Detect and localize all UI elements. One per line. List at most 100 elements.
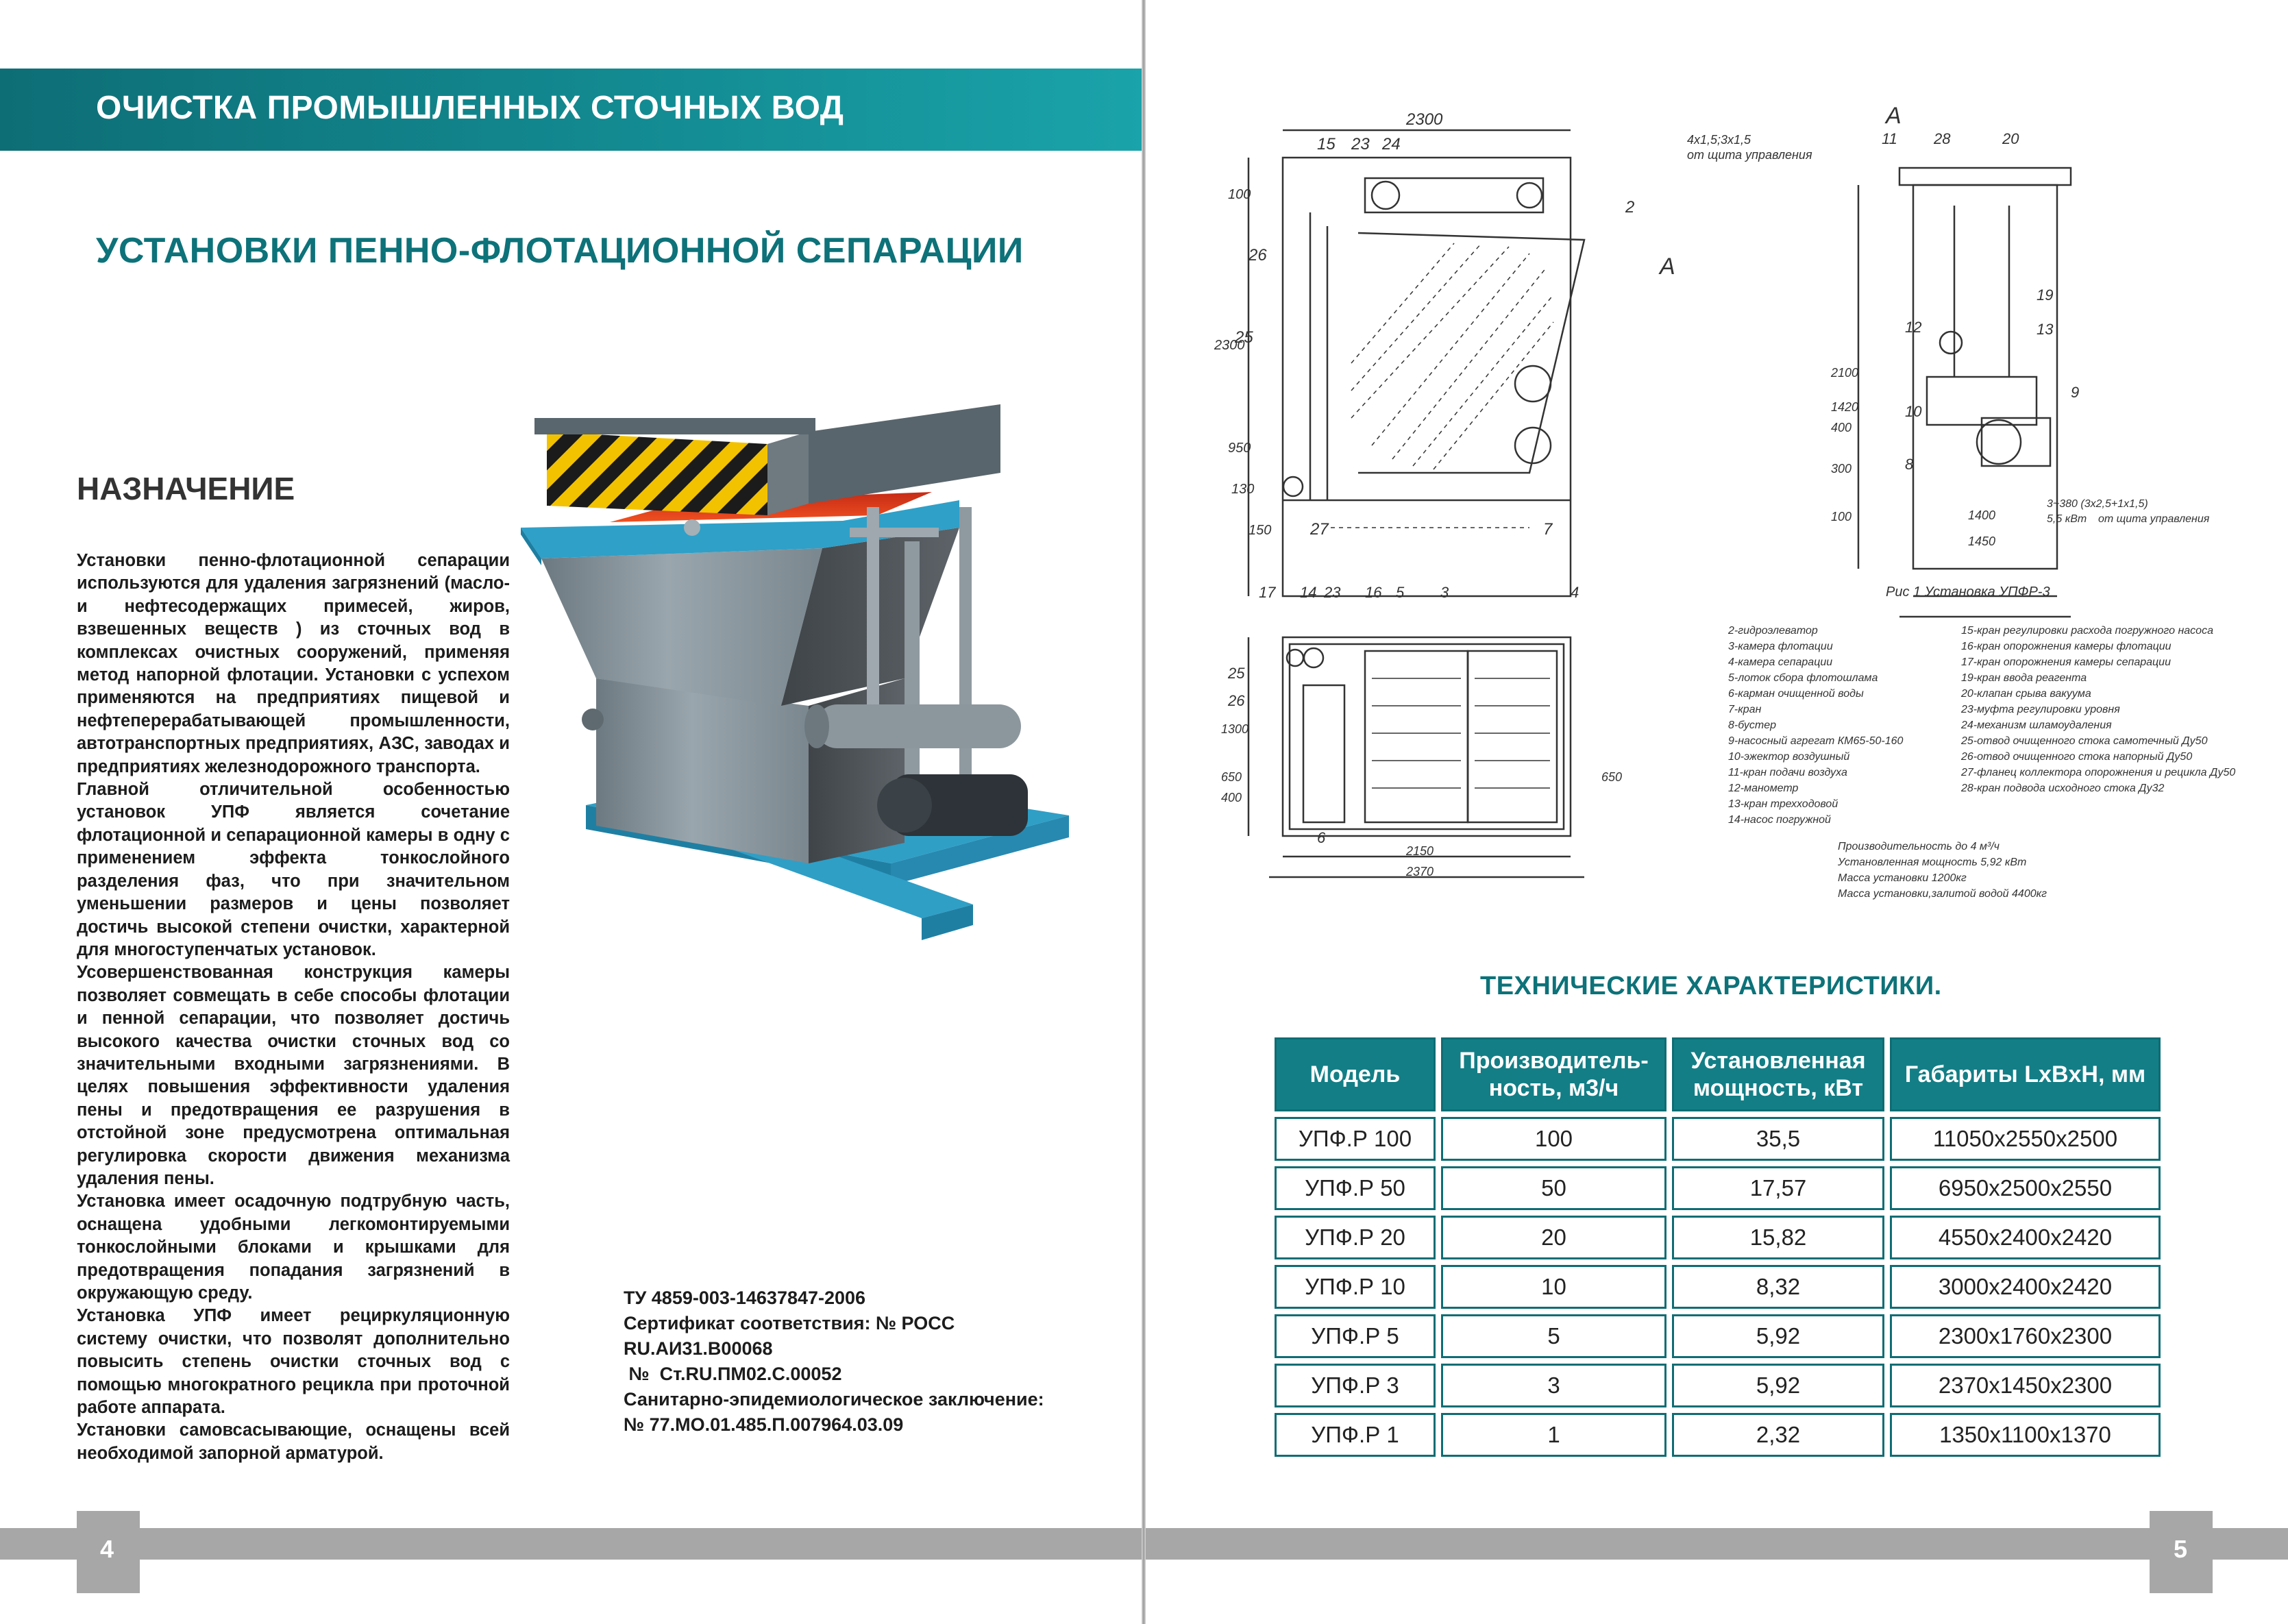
paragraph: Установки самовсасывающие, оснащены всей… [77, 1420, 510, 1463]
dim-label: от щита управления [1687, 148, 1812, 162]
purpose-heading: НАЗНАЧЕНИЕ [77, 471, 295, 506]
cert-line: № 77.МО.01.485.П.007964.03.09 [624, 1414, 904, 1435]
dim-label: 2300 [1405, 110, 1443, 129]
table-cell: 17,57 [1672, 1166, 1884, 1210]
legend-item: 8-бустер [1728, 719, 1776, 731]
table-cell: УПФ.Р 1 [1275, 1413, 1436, 1457]
legend-item: 13-кран трехходовой [1728, 798, 1838, 810]
legend-item: 5-лоток сбора флотошлама [1728, 672, 1878, 684]
dim-label: 300 [1831, 462, 1852, 476]
product-photo [521, 404, 1069, 940]
legend-item: 19-кран ввода реагента [1961, 672, 2087, 684]
paragraph: Установка УПФ имеет рециркуляционную сис… [77, 1306, 510, 1418]
table-cell: 4550х2400х2420 [1890, 1216, 2161, 1259]
drawing-caption: Рис 1 Установка УПФР-3 [1886, 585, 2050, 600]
dim-label: от щита управления [2098, 513, 2210, 525]
legend-item: 15-кран регулировки расхода погружного н… [1961, 625, 2213, 637]
header-title: ОЧИСТКА ПРОМЫШЛЕННЫХ СТОЧНЫХ ВОД [96, 90, 844, 126]
dim-label: 3~380 (3х2,5+1х1,5) [2047, 498, 2148, 510]
table-cell: 3 [1441, 1364, 1666, 1407]
section-mark: А [1884, 103, 1902, 129]
table-row: УПФ.Р 20 20 15,82 4550х2400х2420 [1275, 1216, 2161, 1259]
callout-label: 26 [1227, 692, 1245, 709]
page-number: 4 [100, 1535, 114, 1563]
legend-item: 25-отвод очищенного стока самотечный Ду5… [1960, 735, 2208, 747]
callout-label: 23 [1323, 584, 1341, 601]
column-header: Установленная мощность, кВт [1672, 1037, 1884, 1111]
callout-label: 7 [1543, 520, 1553, 539]
callout-label: 5 [1396, 584, 1405, 601]
callout-label: 9 [2071, 384, 2079, 401]
certification-block: ТУ 4859-003-14637847-2006 Сертификат соо… [624, 1285, 1117, 1438]
callout-label: 4 [1571, 584, 1579, 601]
legend-item: 17-кран опорожнения камеры сепарации [1961, 656, 2171, 668]
paragraph: Установки пенно-флотационной сепарации и… [77, 551, 510, 776]
callout-label: 3 [1440, 584, 1449, 601]
callout-label: 25 [1227, 665, 1245, 682]
table-row: УПФ.Р 50 50 17,57 6950х2500х2550 [1275, 1166, 2161, 1210]
page-number: 5 [2174, 1535, 2188, 1563]
dim-label: 2150 [1405, 844, 1434, 858]
cert-line: Сертификат соответствия: № РОСС [624, 1313, 955, 1333]
dim-label: 130 [1231, 482, 1254, 497]
table-cell: 8,32 [1672, 1265, 1884, 1309]
dim-label: 950 [1228, 441, 1251, 456]
table-row: УПФ.Р 1 1 2,32 1350х1100х1370 [1275, 1413, 2161, 1457]
callout-label: 17 [1259, 584, 1276, 601]
callout-label: 23 [1351, 135, 1370, 153]
legend-item: 11-кран подачи воздуха [1728, 767, 1847, 778]
table-cell: 5 [1441, 1314, 1666, 1358]
dim-label: 650 [1601, 770, 1622, 784]
dim-label: 2100 [1830, 366, 1858, 380]
left-page: ОЧИСТКА ПРОМЫШЛЕННЫХ СТОЧНЫХ ВОД УСТАНОВ… [0, 0, 1143, 1624]
spec-note: Масса установки,залитой водой 4400кг [1838, 888, 2047, 900]
table-cell: 6950х2500х2550 [1890, 1166, 2161, 1210]
table-cell: 20 [1441, 1216, 1666, 1259]
legend-item: 14-насос погружной [1728, 814, 1831, 826]
footer-bar [1146, 1528, 2288, 1560]
dim-label: 1420 [1831, 400, 1858, 414]
callout-label: 6 [1317, 829, 1326, 846]
legend-item: 20-клапан срыва вакуума [1960, 688, 2091, 700]
legend-item: 23-муфта регулировки уровня [1960, 704, 2120, 715]
table-cell: 5,92 [1672, 1314, 1884, 1358]
dim-label: 4х1,5;3х1,5 [1687, 133, 1751, 147]
column-header: Производитель-ность, м3/ч [1441, 1037, 1666, 1111]
callout-label: 19 [2037, 286, 2053, 304]
table-row: УПФ.Р 3 3 5,92 2370х1450х2300 [1275, 1364, 2161, 1407]
right-page: 2300 15 23 24 2 А 26 25 27 7 100 2300 95… [1146, 0, 2288, 1624]
paragraph: Главной отличительной особенностью устан… [77, 780, 510, 959]
table-cell: 11050х2550х2500 [1890, 1117, 2161, 1161]
spec-note: Производительность до 4 м³/ч [1838, 841, 2000, 852]
callout-label: 26 [1248, 246, 1267, 264]
tech-specs-table: Модель Производитель-ность, м3/ч Установ… [1269, 1032, 2166, 1462]
dim-label: 100 [1228, 187, 1251, 202]
callout-label: 28 [1933, 130, 1951, 147]
table-cell: УПФ.Р 10 [1275, 1265, 1436, 1309]
table-cell: 10 [1441, 1265, 1666, 1309]
dim-label: 2370 [1405, 865, 1434, 878]
table-cell: 5,92 [1672, 1364, 1884, 1407]
table-cell: 1350х1100х1370 [1890, 1413, 2161, 1457]
purpose-body: Установки пенно-флотационной сепарации и… [77, 550, 510, 1465]
dim-label: 400 [1831, 421, 1852, 434]
table-cell: 2,32 [1672, 1413, 1884, 1457]
table-cell: 3000х2400х2420 [1890, 1265, 2161, 1309]
page-number-box [77, 1511, 140, 1593]
callout-label: 16 [1365, 584, 1382, 601]
table-cell: 2300х1760х2300 [1890, 1314, 2161, 1358]
table-cell: 35,5 [1672, 1117, 1884, 1161]
table-cell: УПФ.Р 100 [1275, 1117, 1436, 1161]
page-subtitle: УСТАНОВКИ ПЕННО-ФЛОТАЦИОННОЙ СЕПАРАЦИИ [96, 231, 1024, 271]
callout-label: 25 [1234, 328, 1253, 347]
dim-label: 400 [1221, 791, 1242, 804]
page-number-box [2150, 1511, 2213, 1593]
table-cell: 2370х1450х2300 [1890, 1364, 2161, 1407]
cert-line: ТУ 4859-003-14637847-2006 [624, 1288, 866, 1308]
table-row: УПФ.Р 100 100 35,5 11050х2550х2500 [1275, 1117, 2161, 1161]
callout-label: 13 [2037, 321, 2054, 338]
legend-item: 4-камера сепарации [1728, 656, 1832, 668]
legend-item: 24-механизм шламоудаления [1960, 719, 2112, 731]
dim-label: 2300 [1214, 338, 1245, 353]
legend-item: 3-камера флотации [1728, 641, 1833, 652]
